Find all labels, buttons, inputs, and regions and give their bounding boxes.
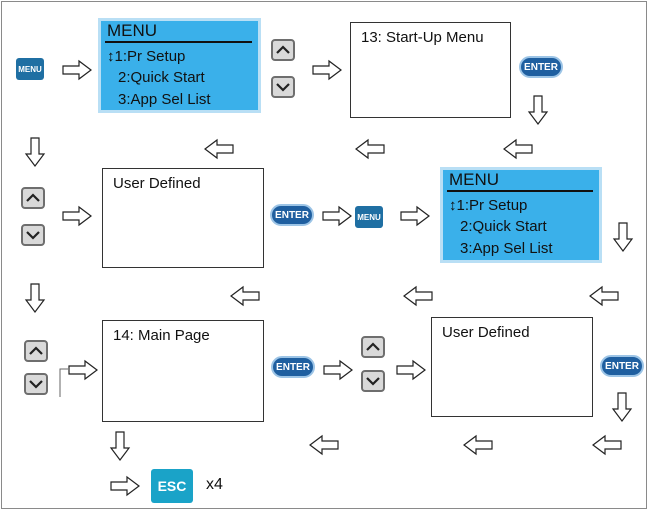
menu-title-2: MENU <box>449 170 500 189</box>
menu-lcd-screen-1: MENU ↕1:Pr Setup 2:Quick Start 3:App Sel… <box>98 18 261 113</box>
chevron-down-icon <box>276 83 290 92</box>
menu-key-1: MENU <box>16 58 44 80</box>
menu-title-divider-2 <box>447 190 593 192</box>
startup-menu-label: 13: Start-Up Menu <box>361 29 484 46</box>
left-arrow-icon <box>230 285 260 307</box>
menu-item-1-b: ↕1:Pr Setup <box>449 197 528 214</box>
left-arrow-icon <box>309 434 339 456</box>
menu-title: MENU <box>107 21 158 40</box>
menu-item-3-b: 3:App Sel List <box>460 240 553 257</box>
down-arrow-icon <box>527 95 549 125</box>
user-defined-screen-1: User Defined <box>102 168 264 268</box>
left-arrow-icon <box>204 138 234 160</box>
menu-title-divider <box>105 41 252 43</box>
right-arrow-icon <box>62 205 92 227</box>
chevron-down-icon <box>366 377 380 386</box>
right-arrow-icon <box>400 205 430 227</box>
scroll-marker-icon: ↕ <box>107 48 115 65</box>
chevron-up-icon <box>29 346 43 355</box>
right-arrow-icon <box>110 475 140 497</box>
left-arrow-icon <box>463 434 493 456</box>
left-arrow-icon <box>355 138 385 160</box>
scroll-marker-icon: ↕ <box>449 197 457 214</box>
right-arrow-icon <box>322 205 352 227</box>
enter-key-2: ENTER <box>270 204 314 226</box>
enter-key-1: ENTER <box>519 56 563 78</box>
down-key-2 <box>21 224 45 246</box>
user-defined-screen-2: User Defined <box>431 317 593 417</box>
right-arrow-icon <box>312 59 342 81</box>
right-arrow-icon <box>396 359 426 381</box>
left-arrow-icon <box>503 138 533 160</box>
esc-count-label: x4 <box>206 476 223 493</box>
down-arrow-icon <box>24 137 46 167</box>
chevron-down-icon <box>29 380 43 389</box>
chevron-up-icon <box>26 193 40 202</box>
down-arrow-icon <box>109 431 131 461</box>
menu-key-2: MENU <box>355 206 383 228</box>
user-defined-label-1: User Defined <box>113 175 201 192</box>
enter-key-4: ENTER <box>600 355 644 377</box>
esc-key: ESC <box>151 469 193 503</box>
menu-lcd-screen-2: MENU ↕1:Pr Setup 2:Quick Start 3:App Sel… <box>440 167 602 263</box>
down-key-3 <box>24 373 48 395</box>
menu-item-2-b: 2:Quick Start <box>460 218 547 235</box>
right-arrow-icon <box>323 359 353 381</box>
menu-item-3: 3:App Sel List <box>118 91 211 108</box>
left-arrow-icon <box>589 285 619 307</box>
right-arrow-icon <box>68 359 98 381</box>
down-arrow-icon <box>611 392 633 422</box>
menu-item-1: ↕1:Pr Setup <box>107 48 186 65</box>
down-key-1 <box>271 76 295 98</box>
up-key-2 <box>21 187 45 209</box>
down-arrow-icon <box>612 222 634 252</box>
user-defined-label-2: User Defined <box>442 324 530 341</box>
enter-key-3: ENTER <box>271 356 315 378</box>
connector-line <box>59 368 68 397</box>
right-arrow-icon <box>62 59 92 81</box>
up-key-4 <box>361 336 385 358</box>
down-arrow-icon <box>24 283 46 313</box>
left-arrow-icon <box>403 285 433 307</box>
main-page-screen: 14: Main Page <box>102 320 264 422</box>
menu-item-2: 2:Quick Start <box>118 69 205 86</box>
up-key-1 <box>271 39 295 61</box>
left-arrow-icon <box>592 434 622 456</box>
startup-menu-screen: 13: Start-Up Menu <box>350 22 511 118</box>
chevron-up-icon <box>366 342 380 351</box>
up-key-3 <box>24 340 48 362</box>
chevron-down-icon <box>26 231 40 240</box>
chevron-up-icon <box>276 45 290 54</box>
main-page-label: 14: Main Page <box>113 327 210 344</box>
down-key-4 <box>361 370 385 392</box>
